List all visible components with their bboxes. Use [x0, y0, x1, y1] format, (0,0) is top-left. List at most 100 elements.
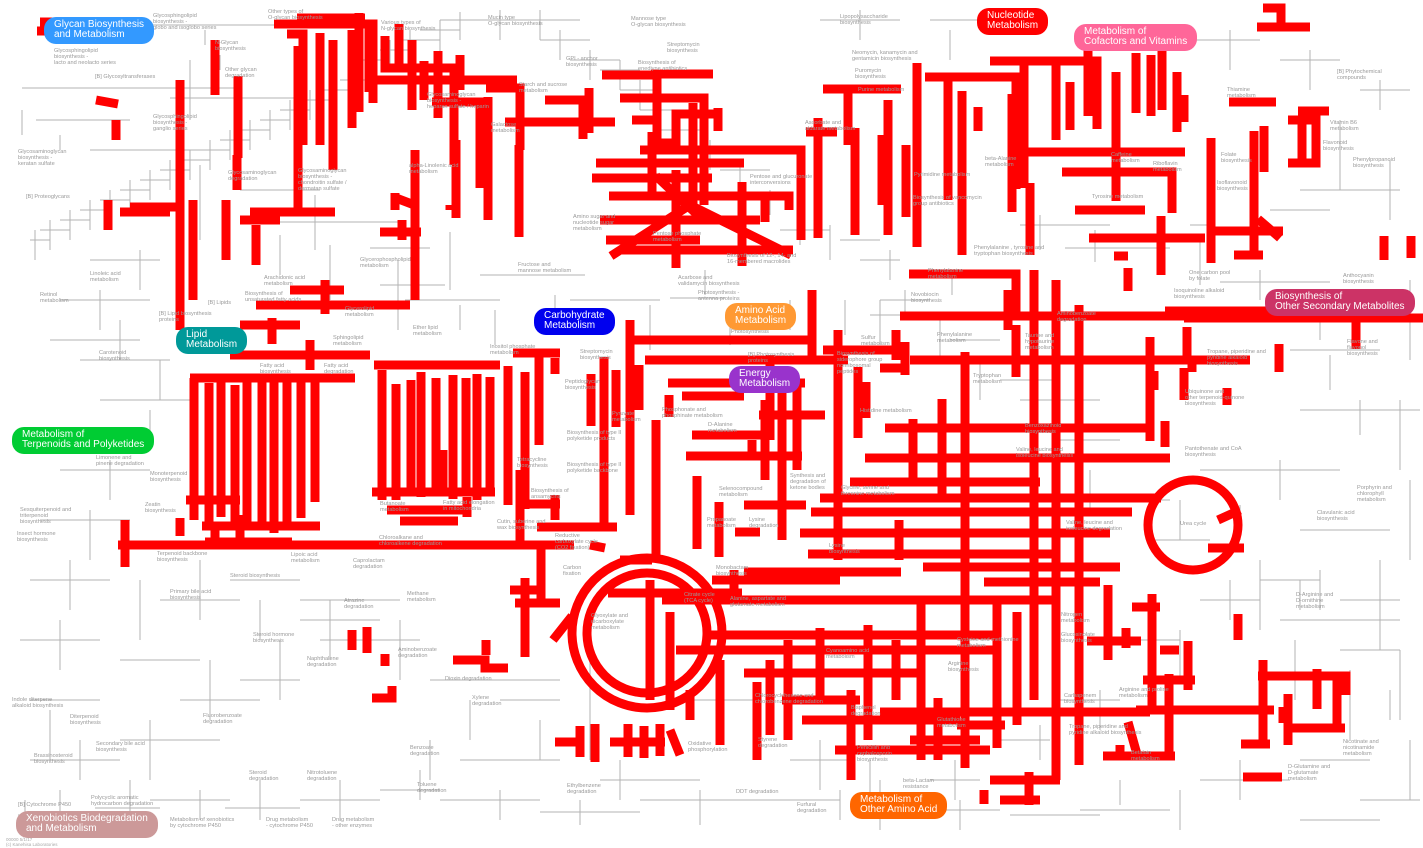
- pathway-label[interactable]: Lipopolysaccharide biosynthesis: [840, 14, 888, 26]
- pathway-label[interactable]: Ubiquinone and other terpenoid-quinone b…: [1185, 389, 1244, 407]
- pathway-label[interactable]: Puromycin biosynthesis: [855, 68, 886, 80]
- pathway-label[interactable]: D-Arginine and D-ornithine metabolism: [1296, 592, 1333, 610]
- pathway-label[interactable]: Tetracycline biosynthesis: [517, 457, 548, 469]
- pathway-label[interactable]: Sesquiterpenoid and triterpenoid biosynt…: [20, 507, 71, 525]
- pathway-label[interactable]: Glutathione metabolism: [937, 717, 966, 729]
- pathway-label[interactable]: Atrazine degradation: [344, 598, 374, 610]
- pathway-label[interactable]: Indole diterpene alkaloid biosynthesis: [12, 697, 63, 709]
- pathway-label[interactable]: Insect hormone biosynthesis: [17, 531, 56, 543]
- pathway-label[interactable]: Methane metabolism: [407, 591, 436, 603]
- pathway-label[interactable]: Glycerophospholipid metabolism: [360, 257, 411, 269]
- pathway-label[interactable]: Streptomycin biosynthesis: [580, 349, 613, 361]
- pathway-label[interactable]: Synthesis and degradation of ketone bodi…: [790, 473, 826, 491]
- pathway-label[interactable]: Fatty acid degradation: [324, 363, 354, 375]
- pathway-label[interactable]: Styrene degradation: [758, 737, 788, 749]
- pathway-label[interactable]: Biosynthesis of type II polyketide produ…: [567, 430, 621, 442]
- category-badge[interactable]: Xenobiotics Biodegradation and Metabolis…: [16, 811, 158, 838]
- pathway-label[interactable]: Phenylpropanoid biosynthesis: [1353, 157, 1395, 169]
- pathway-label[interactable]: Glycosaminoglycan biosynthesis - chondro…: [298, 168, 347, 192]
- pathway-label[interactable]: Clavulanic acid biosynthesis: [1317, 510, 1355, 522]
- pathway-label[interactable]: Retinol metabolism: [40, 292, 69, 304]
- pathway-label[interactable]: [B] Proteoglycans: [26, 194, 70, 200]
- pathway-label[interactable]: Biosynthesis of type II polyketide backb…: [567, 462, 621, 474]
- pathway-label[interactable]: Betalain metabolism: [1131, 750, 1160, 762]
- pathway-label[interactable]: Cutin, suberine and wax biosynthesis: [497, 519, 546, 531]
- pathway-label[interactable]: Metabolism of xenobiotics by cytochrome …: [170, 817, 234, 829]
- pathway-label[interactable]: Glycerolipid metabolism: [345, 306, 374, 318]
- pathway-label[interactable]: beta-Alanine metabolism: [985, 156, 1016, 168]
- category-badge[interactable]: Lipid Metabolism: [176, 327, 247, 354]
- pathway-label[interactable]: Steroid biosynthesis: [230, 573, 280, 579]
- pathway-label[interactable]: Other glycan degradation: [225, 67, 257, 79]
- category-badge[interactable]: Metabolism of Terpenoids and Polyketides: [12, 427, 154, 454]
- pathway-label[interactable]: Glycosphingolipid biosynthesis - globo a…: [153, 13, 216, 31]
- pathway-label[interactable]: Various types of N-glycan biosynthesis: [381, 20, 435, 32]
- pathway-label[interactable]: Peptidoglycan biosynthesis: [565, 379, 600, 391]
- pathway-label[interactable]: Aminobenzoate degradation: [1057, 311, 1096, 323]
- pathway-label[interactable]: GPI - anchor biosynthesis: [566, 56, 598, 68]
- pathway-label[interactable]: Biosynthesis of 12-, 14- and 16-membered…: [727, 253, 796, 265]
- pathway-label[interactable]: Amino sugar and nucleotide sugar metabol…: [573, 214, 615, 232]
- pathway-label[interactable]: Lysine degradation: [749, 517, 779, 529]
- pathway-label[interactable]: Glycosaminoglycan biosynthesis - heparan…: [427, 92, 489, 110]
- pathway-label[interactable]: Caffeine metabolism: [1111, 152, 1140, 164]
- category-badge[interactable]: Metabolism of Cofactors and Vitamins: [1074, 24, 1197, 51]
- pathway-label[interactable]: N-Glycan biosynthesis: [215, 40, 246, 52]
- pathway-label[interactable]: Monobactam biosynthesis: [716, 565, 748, 577]
- pathway-label[interactable]: Phosphonate and phosphinate metabolism: [662, 407, 723, 419]
- pathway-label[interactable]: Chlorocyclohexane and chlorobenzene degr…: [755, 693, 823, 705]
- pathway-label[interactable]: Lipoic acid metabolism: [291, 552, 320, 564]
- pathway-label[interactable]: Arginine biosynthesis: [948, 661, 979, 673]
- pathway-label[interactable]: [B] Cytochrome P450: [18, 802, 71, 808]
- pathway-label[interactable]: Cysteine and methionine metabolism: [957, 637, 1019, 649]
- category-badge[interactable]: Biosynthesis of Other Secondary Metaboli…: [1265, 289, 1415, 316]
- pathway-label[interactable]: alpha-Linolenic acid metabolism: [409, 163, 458, 175]
- pathway-label[interactable]: Alanine, aspartate and glutamate metabol…: [730, 596, 786, 608]
- pathway-label[interactable]: Acarbose and validamycin biosynthesis: [678, 275, 740, 287]
- pathway-label[interactable]: DDT degradation: [736, 789, 779, 795]
- pathway-label[interactable]: Riboflavin metabolism: [1153, 161, 1182, 173]
- pathway-label[interactable]: [B] Photosynthesis proteins: [748, 352, 794, 364]
- pathway-label[interactable]: Fluorobenzoate degradation: [203, 713, 242, 725]
- pathway-label[interactable]: Biosynthesis of vancomycin group antibio…: [913, 195, 982, 207]
- pathway-label[interactable]: Nitrogen metabolism: [1061, 612, 1090, 624]
- pathway-label[interactable]: Zeatin biosynthesis: [145, 502, 176, 514]
- pathway-label[interactable]: beta-Lactam resistance: [903, 778, 934, 790]
- pathway-label[interactable]: Caprolactam degradation: [353, 558, 385, 570]
- pathway-label[interactable]: Dioxin degradation: [445, 676, 492, 682]
- pathway-label[interactable]: Anthocyanin biosynthesis: [1343, 273, 1374, 285]
- pathway-label[interactable]: Arginine and proline metabolism: [1119, 687, 1169, 699]
- pathway-label[interactable]: Glycosaminoglycan biosynthesis - keratan…: [18, 149, 67, 167]
- pathway-label[interactable]: Propanoate metabolism: [707, 517, 736, 529]
- pathway-label[interactable]: Lysine biosynthesis: [829, 543, 860, 555]
- pathway-label[interactable]: D-Alanine metabolism: [708, 422, 737, 434]
- pathway-label[interactable]: Glucosinolate biosynthesis: [1061, 632, 1095, 644]
- pathway-label[interactable]: Ethylbenzene degradation: [567, 783, 601, 795]
- pathway-label[interactable]: Butanoate metabolism: [380, 501, 409, 513]
- pathway-label[interactable]: Inositol phosphate metabolism: [490, 344, 535, 356]
- pathway-label[interactable]: Other types of O-glycan biosynthesis: [268, 9, 323, 21]
- pathway-label[interactable]: D-Glutamine and D-glutamate metabolism: [1288, 764, 1330, 782]
- pathway-label[interactable]: Reductive carboxylate cycle (CO2 fixatio…: [555, 533, 598, 551]
- pathway-label[interactable]: Purine metabolism: [858, 87, 904, 93]
- pathway-label[interactable]: Benzoxazinoid biosynthesis: [1025, 423, 1061, 435]
- pathway-label[interactable]: Drug metabolism - cytochrome P450: [266, 817, 313, 829]
- pathway-label[interactable]: Oxidative phosphorylation: [688, 741, 728, 753]
- pathway-label[interactable]: Steroid degradation: [249, 770, 279, 782]
- pathway-label[interactable]: Brassinosteroid biosynthesis: [34, 753, 73, 765]
- pathway-label[interactable]: Furfural degradation: [797, 802, 827, 814]
- pathway-label[interactable]: Nicotinate and nicotinamide metabolism: [1343, 739, 1379, 757]
- pathway-label[interactable]: Nitrotoluene degradation: [307, 770, 337, 782]
- pathway-label[interactable]: Biosynthesis of unsaturated fatty acids: [245, 291, 301, 303]
- pathway-label[interactable]: Folate biosynthesis: [1221, 152, 1252, 164]
- category-badge[interactable]: Nucleotide Metabolism: [977, 8, 1048, 35]
- pathway-label[interactable]: Flavone and flavonol biosynthesis: [1347, 339, 1378, 357]
- pathway-label[interactable]: Sphingolipid metabolism: [333, 335, 363, 347]
- pathway-label[interactable]: Chloroalkane and chloroalkene degradatio…: [379, 535, 442, 547]
- pathway-label[interactable]: Sulfur metabolism: [861, 335, 890, 347]
- pathway-label[interactable]: Mannose type O-glycan biosynthesis: [631, 16, 686, 28]
- pathway-label[interactable]: Limonene and pinene degradation: [96, 455, 144, 467]
- pathway-label[interactable]: [B] Lipids: [208, 300, 231, 306]
- pathway-label[interactable]: Taurine and hypotaurine metabolism: [1025, 333, 1054, 351]
- pathway-label[interactable]: Fatty acid biosynthesis: [260, 363, 291, 375]
